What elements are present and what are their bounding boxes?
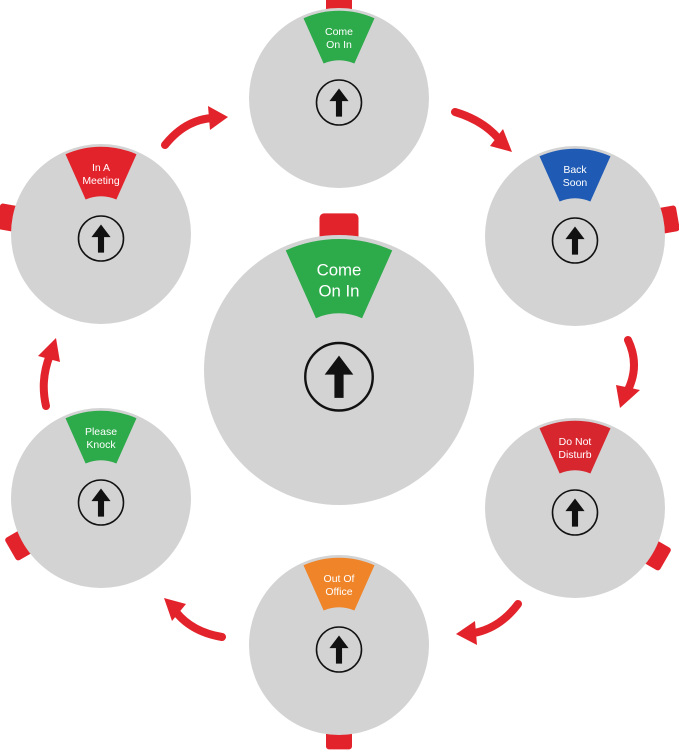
status-label-line1: Come	[317, 261, 362, 280]
cycle-arrows	[38, 106, 640, 645]
status-label-line2: Meeting	[82, 175, 120, 187]
up-arrow-icon	[304, 341, 374, 412]
status-label-line2: Office	[325, 586, 352, 598]
status-label-line2: Disturb	[558, 449, 591, 461]
status-label-line1: Out Of	[324, 573, 355, 585]
status-label-line2: Knock	[86, 439, 116, 451]
status-label-line1: Please	[85, 426, 117, 438]
status-label-window	[303, 10, 375, 64]
status-label-line2: Soon	[563, 177, 588, 189]
status-label-window	[539, 148, 611, 202]
status-label-line1: Back	[563, 164, 587, 176]
status-label-window	[539, 420, 611, 474]
status-label-line1: In A	[92, 162, 110, 174]
curved-arrow-icon	[616, 336, 640, 408]
status-label-line2: On In	[326, 39, 352, 51]
curved-arrow-icon	[161, 106, 228, 149]
status-label-window	[65, 410, 137, 464]
up-arrow-icon	[315, 79, 363, 126]
up-arrow-icon	[315, 626, 363, 673]
curved-arrow-icon	[456, 600, 522, 645]
up-arrow-icon	[551, 217, 599, 264]
status-label-line1: Do Not	[559, 436, 592, 448]
status-label-window	[65, 146, 137, 200]
status-label-line1: Come	[325, 26, 353, 38]
status-label-line2: On In	[318, 282, 359, 301]
up-arrow-icon	[77, 479, 125, 526]
status-label-window	[303, 557, 375, 611]
curved-arrow-icon	[38, 338, 60, 410]
curved-arrow-icon	[164, 598, 226, 641]
center-dial: Come On In	[204, 213, 474, 505]
up-arrow-icon	[551, 489, 599, 536]
up-arrow-icon	[77, 215, 125, 262]
status-label-window	[285, 239, 393, 319]
curved-arrow-icon	[451, 108, 512, 152]
